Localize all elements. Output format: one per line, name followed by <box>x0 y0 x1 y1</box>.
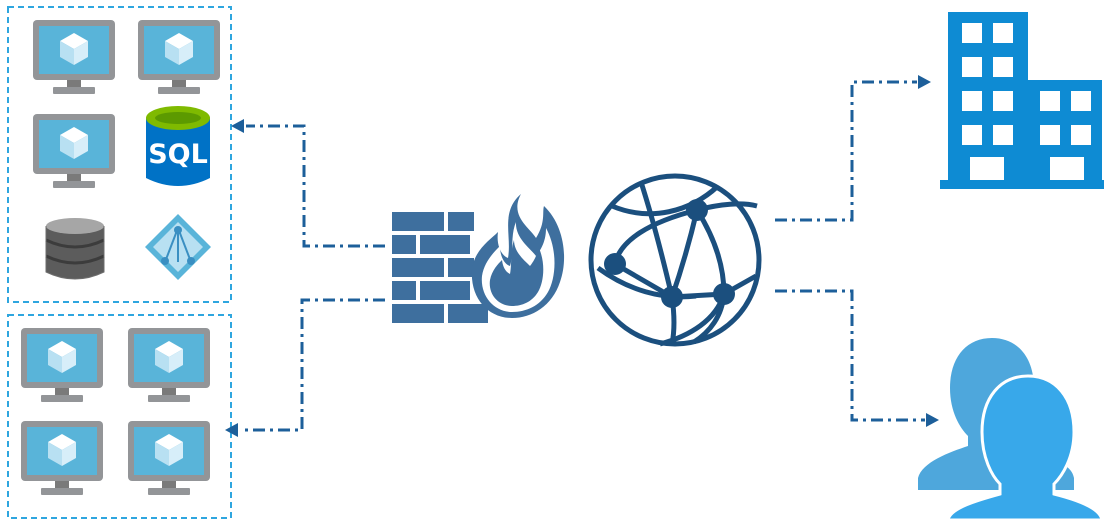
connector-firewall-to-bottom <box>240 298 385 432</box>
disk-storage-icon <box>45 218 105 280</box>
virtual-machine-icon <box>138 20 220 94</box>
users-icon <box>918 338 1104 520</box>
group-top-border <box>7 6 232 303</box>
connector-internet-to-users <box>775 289 925 422</box>
virtual-machine-icon <box>128 421 210 495</box>
virtual-machine-icon <box>33 114 115 188</box>
arrow-to-users <box>926 413 939 427</box>
sql-database-icon: SQL <box>146 106 210 186</box>
virtual-machine-icon <box>33 20 115 94</box>
virtual-machine-icon <box>128 328 210 402</box>
firewall-icon <box>392 194 565 323</box>
sql-label: SQL <box>148 139 208 170</box>
globe-nodes <box>604 199 735 308</box>
connector-internet-to-office <box>775 80 917 222</box>
group-bottom-border <box>7 314 232 519</box>
virtual-machine-icon <box>21 328 103 402</box>
connector-firewall-to-top <box>246 124 385 248</box>
virtual-network-icon <box>145 214 211 280</box>
arrow-to-office <box>918 75 931 89</box>
arrow-to-top-group <box>231 119 244 133</box>
virtual-machine-icon <box>21 421 103 495</box>
office-building-icon <box>940 12 1104 189</box>
